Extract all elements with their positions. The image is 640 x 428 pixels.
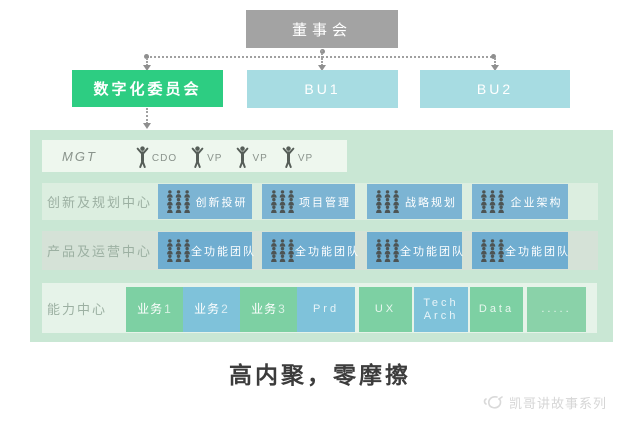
team-box: 战略规划: [367, 184, 462, 219]
connector-board-stub: [321, 50, 323, 58]
person-raised-arms-icon: [136, 144, 149, 168]
connector-committee-panel: [146, 108, 148, 124]
arrow-to-panel-icon: [143, 123, 151, 129]
team-label: 创新投研: [195, 196, 248, 209]
row-label: 创新及规划中心: [47, 195, 153, 210]
team-group-icon: [271, 190, 294, 213]
connector-dot-left: [144, 54, 149, 59]
team-label: 全功能团队: [400, 245, 465, 258]
capability-label: Prd: [312, 303, 340, 316]
capability-label: Data: [478, 303, 515, 316]
connector-dot-right: [491, 54, 496, 59]
capability-box: Prd: [297, 287, 355, 332]
mascot-icon: [483, 396, 503, 409]
mgt-member: VP: [190, 144, 223, 168]
team-group-icon: [271, 239, 294, 262]
member-role: CDO: [151, 152, 178, 164]
capability-box: Data: [470, 287, 523, 332]
capability-label-line2: Arch: [423, 309, 459, 322]
connector-bu2-stub: [494, 58, 496, 66]
arrow-to-bu1-icon: [318, 65, 326, 71]
capability-label: Tech: [423, 296, 459, 309]
capability-box: 业务1: [126, 287, 183, 332]
member-role: VP: [297, 152, 314, 164]
row-label: 产品及运营中心: [47, 244, 153, 259]
member-role: VP: [207, 152, 223, 164]
capability-box: 业务2: [183, 287, 240, 332]
capability-label: .....: [541, 303, 572, 316]
team-group-icon: [376, 190, 399, 213]
mgt-member: CDO: [135, 144, 178, 168]
capability-box: .....: [527, 287, 586, 332]
committee-label: 数字化委员会: [93, 81, 202, 98]
person-raised-arms-icon: [236, 144, 250, 168]
committee-box: 数字化委员会: [72, 70, 223, 107]
team-box: 全功能团队: [472, 232, 568, 269]
mgt-member: VP: [281, 144, 314, 168]
row-label: 能力中心: [47, 301, 108, 317]
team-group-icon: [376, 239, 399, 262]
capability-label: 业务1: [137, 301, 172, 316]
bu1-label: BU1: [304, 81, 341, 97]
person-raised-arms-icon: [191, 144, 204, 168]
capability-label: 业务2: [194, 301, 229, 316]
bu1-box: BU1: [247, 70, 398, 108]
team-box: 项目管理: [262, 184, 355, 219]
team-label: 企业架构: [510, 196, 563, 209]
capability-label: 业务3: [251, 301, 286, 316]
team-label: 战略规划: [405, 196, 457, 209]
team-box: 全功能团队: [367, 232, 465, 269]
watermark: 凯哥讲故事系列: [483, 393, 607, 412]
caption: 高内聚，零摩擦: [229, 362, 411, 388]
mgt-member: VP: [235, 144, 268, 168]
member-role: VP: [252, 152, 268, 164]
team-group-icon: [481, 190, 504, 213]
board-label: 董事会: [291, 21, 352, 39]
capability-box: UX: [359, 287, 412, 332]
team-box: 企业架构: [472, 184, 568, 219]
team-label: 全功能团队: [295, 245, 360, 258]
capability-box: 业务3: [240, 287, 297, 332]
arrow-to-bu2-icon: [491, 65, 499, 71]
team-group-icon: [481, 239, 504, 262]
capability-box: Tech Arch: [414, 287, 468, 332]
team-label: 全功能团队: [191, 245, 256, 258]
person-raised-arms-icon: [281, 144, 295, 168]
team-label: 项目管理: [299, 196, 351, 209]
arrow-to-committee-icon: [143, 65, 151, 71]
capability-label: UX: [374, 303, 397, 316]
board-box: 董事会: [246, 10, 398, 48]
bu2-label: BU2: [476, 81, 514, 97]
team-group-icon: [167, 190, 190, 213]
team-box: 全功能团队: [262, 232, 358, 269]
watermark-text: 凯哥讲故事系列: [509, 396, 608, 411]
connector-committee-stub: [146, 58, 148, 66]
connector-horizontal-line: [147, 56, 495, 58]
connector-bu1-stub: [321, 58, 323, 66]
mgt-row: MGT CDO VP VP VP: [42, 140, 347, 172]
team-box: 创新投研: [158, 184, 252, 219]
team-group-icon: [167, 239, 190, 262]
mgt-people: CDO VP VP VP: [135, 144, 314, 168]
mgt-label: MGT: [62, 148, 97, 164]
bu2-box: BU2: [420, 70, 570, 108]
team-label: 全功能团队: [505, 245, 570, 258]
team-box: 全功能团队: [158, 232, 254, 269]
